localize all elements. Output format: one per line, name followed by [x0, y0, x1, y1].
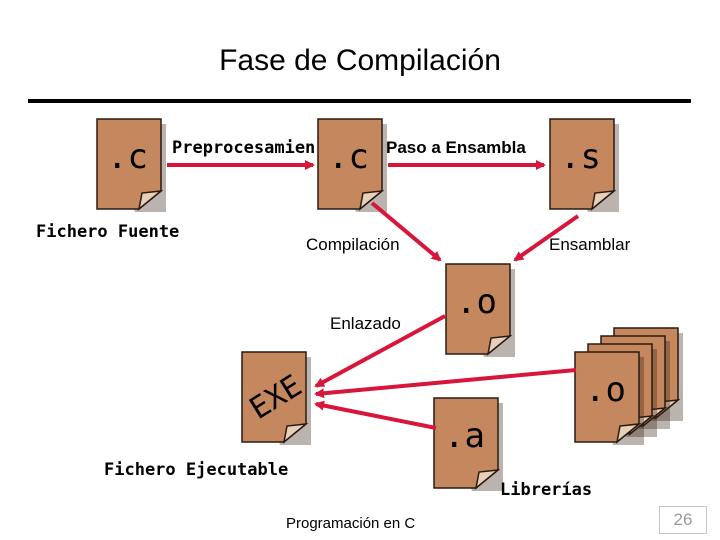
assemble-label: Ensamblar [549, 235, 631, 254]
footer-text: Programación en C [286, 515, 416, 532]
arrow-compile [370, 201, 442, 262]
preprocess-label: Preprocesamien [172, 138, 316, 158]
library-file-ext: .o [585, 370, 626, 410]
arrow-link-archive [314, 400, 437, 430]
executable-file-label: Fichero Ejecutable [104, 460, 289, 480]
preprocessed-file-ext: .c [328, 137, 369, 177]
source-file-label: Fichero Fuente [36, 222, 180, 242]
page-number: 26 [659, 506, 707, 534]
assembly-file-ext: .s [560, 137, 601, 177]
title-rule [28, 99, 691, 103]
compile-label: Compilación [306, 235, 400, 254]
libraries-label: Librerías [500, 480, 593, 500]
to-assembler-label: Paso a Ensambla [386, 138, 526, 157]
link-label: Enlazado [330, 314, 401, 333]
slide-title: Fase de Compilación [219, 44, 501, 77]
object-file-ext: .o [456, 282, 497, 322]
archive-file-ext: .a [444, 416, 485, 456]
arrow-link-library [314, 368, 577, 399]
arrow-assemble [513, 214, 580, 262]
arrow-link-object [314, 314, 446, 388]
source-file-ext: .c [107, 137, 148, 177]
